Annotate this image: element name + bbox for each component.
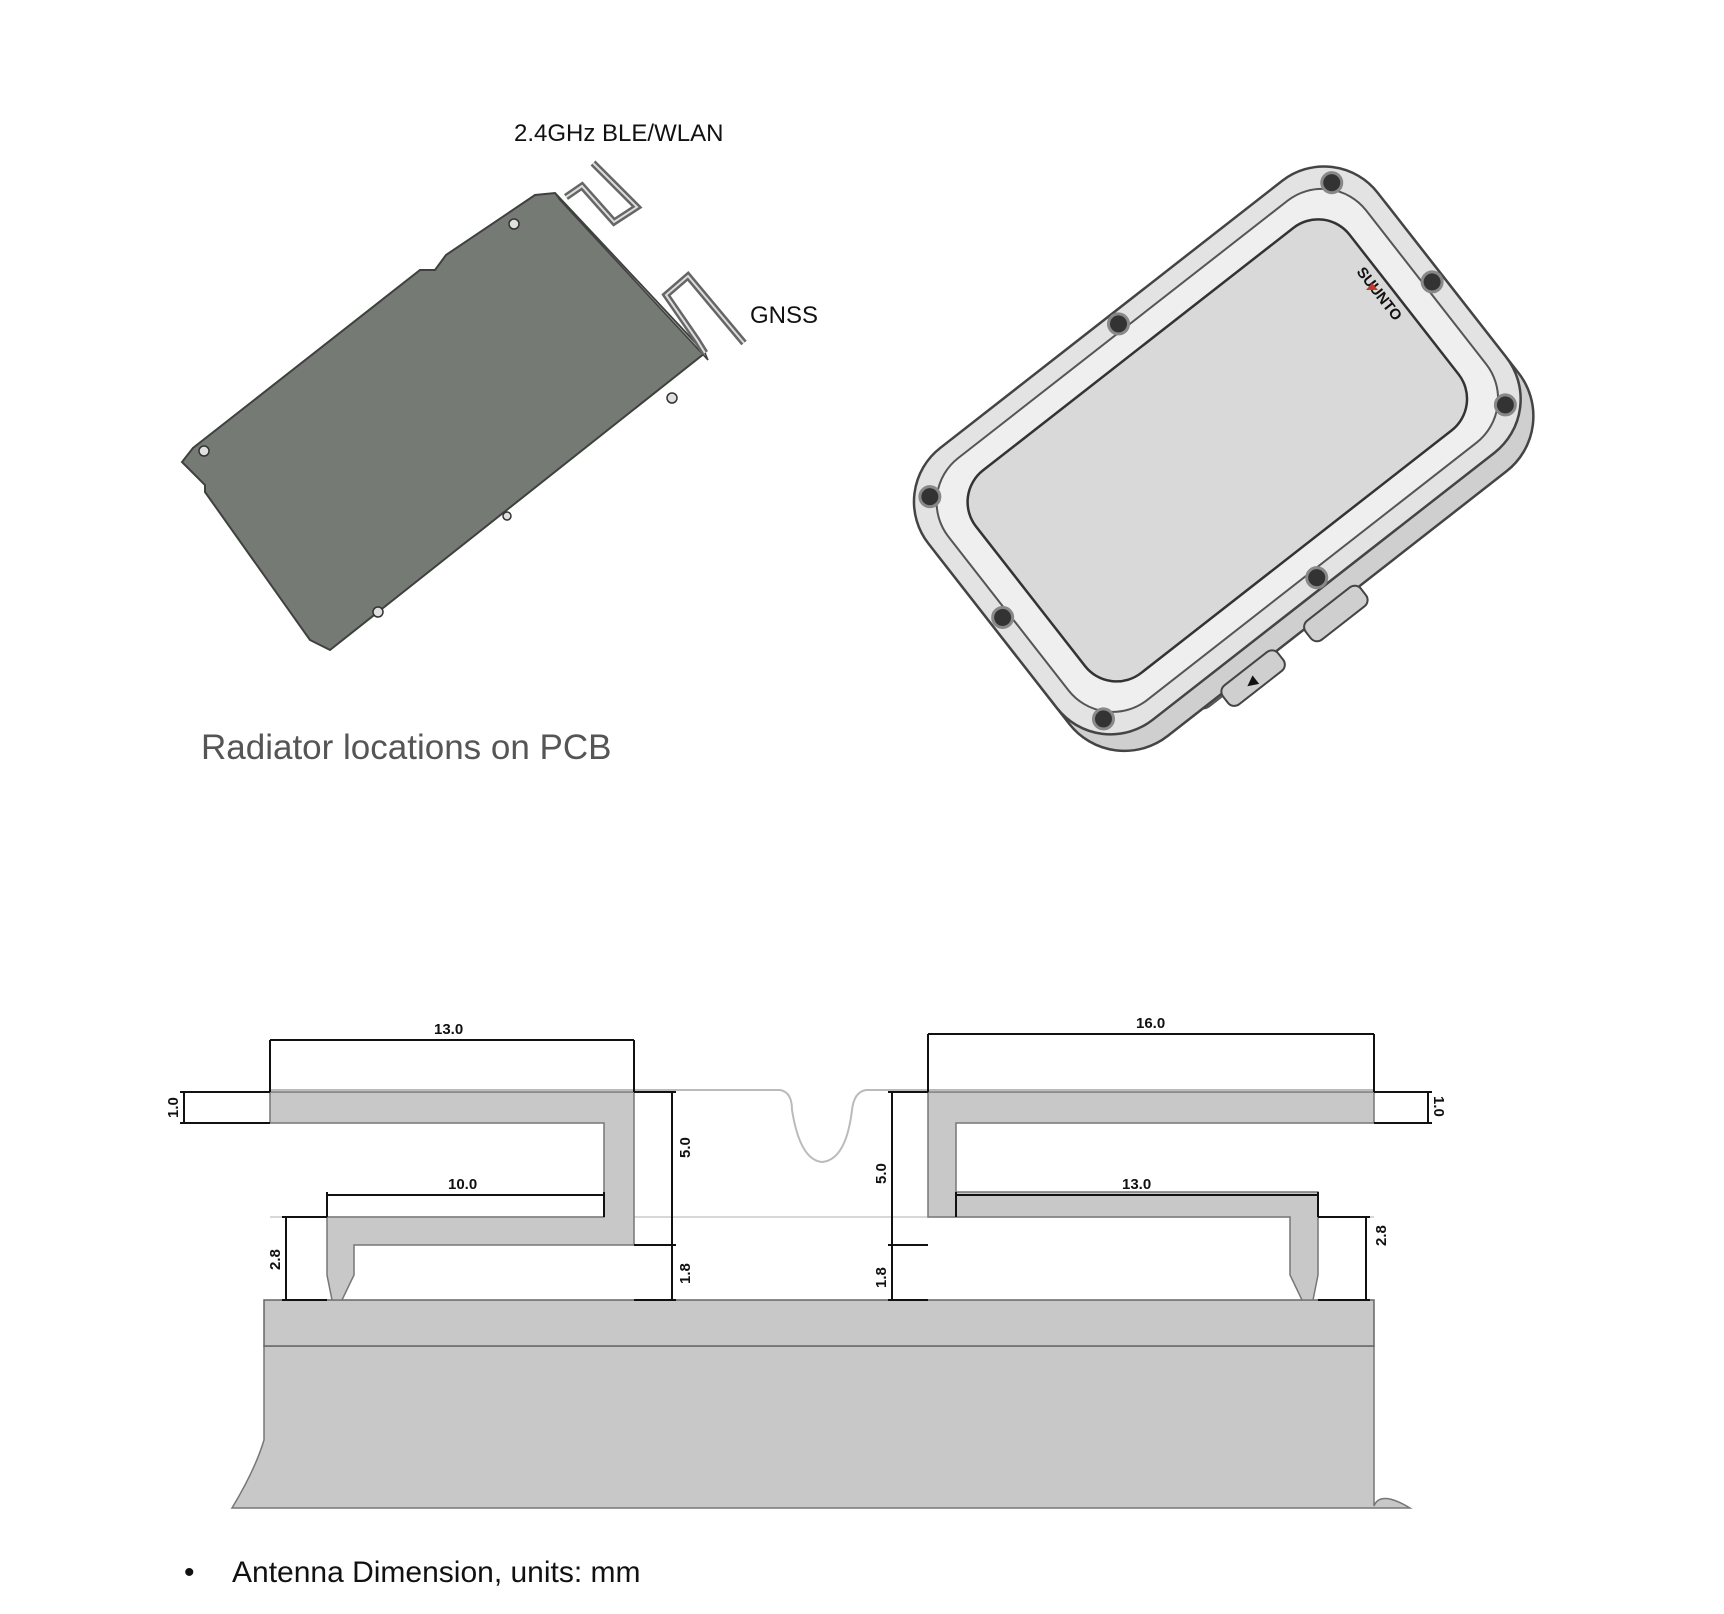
screw-icon (1493, 393, 1517, 417)
ble-wlan-label: 2.4GHz BLE/WLAN (514, 120, 723, 147)
pcb-hole (666, 392, 678, 404)
pcb-hole (372, 606, 384, 618)
pcb-edge (554, 192, 709, 361)
dim-right-inner: 13.0 (1122, 1176, 1151, 1193)
screw-icon (918, 485, 942, 509)
screw-icon (991, 605, 1015, 629)
device-button (1220, 649, 1286, 707)
dimension-note-text: Antenna Dimension, units: mm (232, 1556, 641, 1589)
dim-right-gap: 5.0 (873, 1163, 890, 1184)
dim-right-height: 2.8 (1373, 1225, 1390, 1246)
ble-radiator-inner (565, 162, 639, 224)
screw-icon (1106, 312, 1130, 336)
screw-icon (1420, 270, 1444, 294)
dim-right-thickness: 1.0 (1430, 1096, 1447, 1117)
dimension-note: • Antenna Dimension, units: mm (184, 1556, 641, 1590)
dim-left-height: 2.8 (267, 1249, 284, 1270)
pcb-hole (508, 218, 520, 230)
dim-right-top: 16.0 (1136, 1015, 1165, 1032)
pcb-caption: Radiator locations on PCB (201, 728, 612, 767)
device-display (966, 218, 1469, 683)
pcb-hole (198, 445, 210, 457)
pcb-strip (263, 1299, 1375, 1347)
device-illustration: ◄ SUUNTO (912, 165, 1535, 753)
dim-right-feed: 1.8 (873, 1267, 890, 1288)
board-outline (270, 1089, 1374, 1164)
pcb-board (180, 191, 707, 652)
brand-mark-icon (1366, 283, 1378, 290)
dim-left-thickness: 1.0 (165, 1097, 182, 1118)
gnss-label: GNSS (750, 302, 818, 329)
dim-left-top: 13.0 (434, 1021, 463, 1038)
ground-plane (230, 1345, 1413, 1509)
dim-left-inner: 10.0 (448, 1176, 477, 1193)
gnss-radiator-inner (664, 274, 745, 354)
screw-icon (1305, 566, 1329, 590)
dim-left-feed: 1.8 (677, 1263, 694, 1284)
screw-icon (1091, 707, 1115, 731)
pcb-hole (502, 511, 512, 521)
antenna-dimension-drawing: 13.0 10.0 1.0 5.0 1.8 2.8 16.0 13.0 1.0 … (165, 1015, 1447, 1509)
device-button (1303, 584, 1369, 643)
dim-left-gap: 5.0 (677, 1137, 694, 1158)
pcb-illustration: 2.4GHz BLE/WLAN GNSS (180, 120, 818, 652)
bullet-icon: • (184, 1556, 195, 1589)
screw-icon (1320, 171, 1344, 195)
